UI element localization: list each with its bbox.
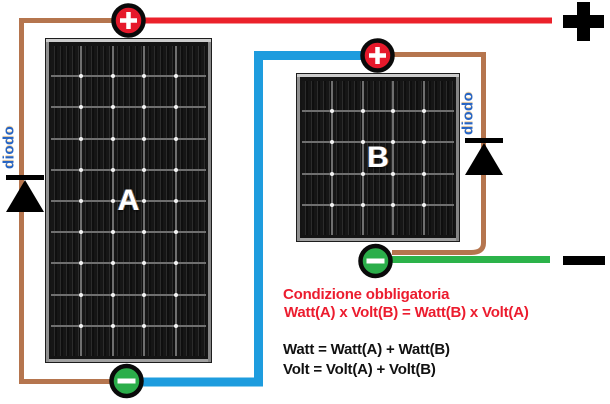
solar-cell: [360, 171, 393, 204]
solar-cell: [110, 230, 144, 263]
solar-cell: [110, 261, 144, 294]
plus-icon: [120, 12, 137, 29]
panel-a-label: A: [117, 183, 140, 217]
terminal-a-plus: [111, 3, 146, 38]
diode-b-label: diodo: [459, 91, 477, 135]
terminal-b-minus: [358, 243, 393, 279]
diode-a-icon: [6, 175, 44, 212]
bus-minus-icon: [563, 256, 605, 265]
condition-title: Condizione obbligatoria: [283, 286, 450, 303]
solar-cell: [360, 109, 393, 142]
solar-panel-a: A: [45, 38, 212, 363]
diode-b-icon: [465, 138, 503, 175]
solar-cell: [113, 46, 144, 76]
terminal-b-plus: [360, 38, 395, 73]
diode-a-label: diodo: [0, 125, 18, 169]
solar-cell: [110, 105, 144, 138]
solar-cell: [360, 202, 393, 235]
solar-panel-b: B: [296, 73, 460, 242]
solar-cell: [363, 81, 393, 111]
bus-plus-icon: [563, 2, 604, 41]
condition-formula: Watt(A) x Volt(B) = Watt(B) x Volt(A): [284, 304, 529, 321]
volt-formula: Volt = Volt(A) + Volt(B): [283, 361, 436, 378]
solar-cell: [360, 140, 393, 173]
watt-formula: Watt = Watt(A) + Watt(B): [283, 341, 450, 358]
panel-b-label: B: [367, 140, 389, 174]
plus-icon: [369, 47, 386, 64]
solar-cell: [110, 74, 144, 107]
solar-cell: [110, 167, 144, 200]
terminal-a-minus: [109, 363, 144, 399]
